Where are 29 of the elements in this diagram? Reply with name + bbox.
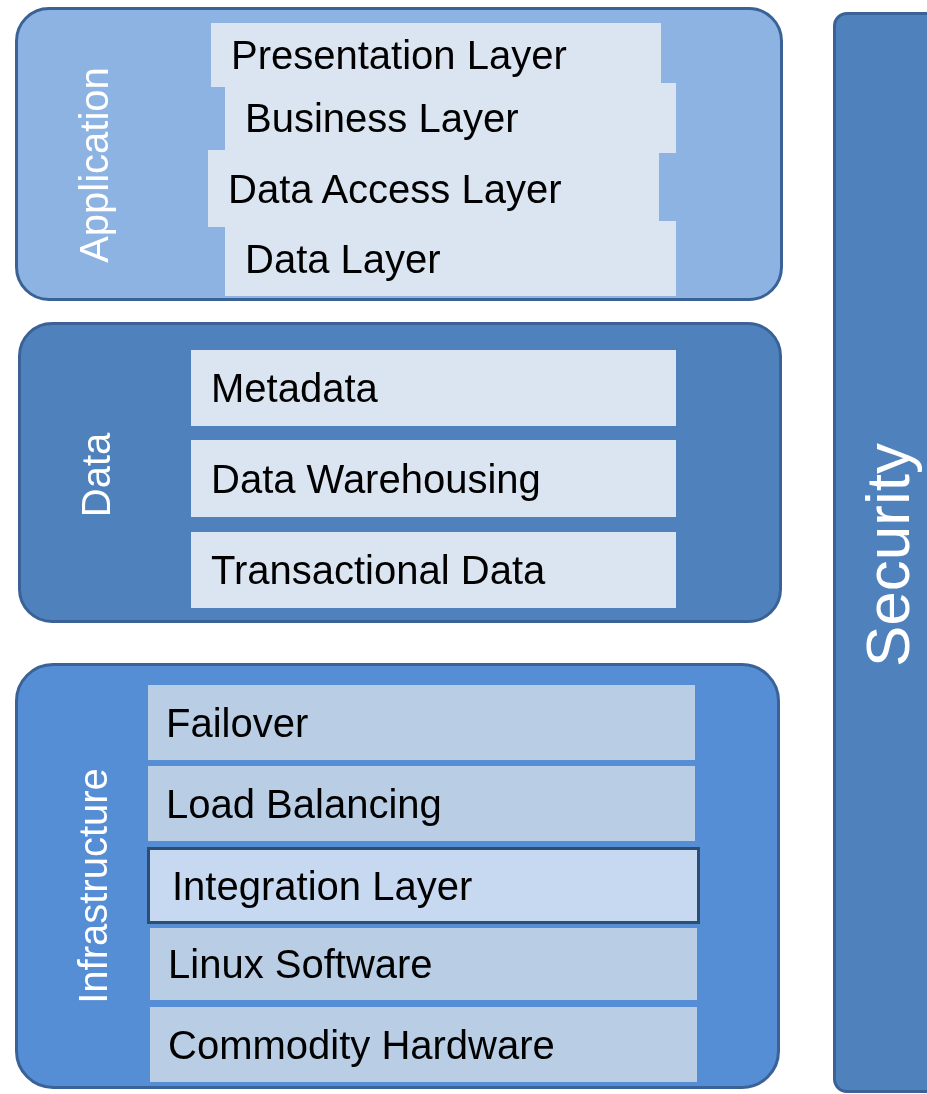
tier-label: Application [74,67,114,263]
tier-panel [18,322,782,623]
layer-label: Data Layer [245,238,441,279]
layer-box [191,440,676,517]
layer-box [147,847,700,924]
tier-label: Infrastructure [73,768,113,1004]
tier-label: Data [76,432,116,518]
layer-label: Metadata [211,368,378,408]
layer-box [191,532,676,608]
layer-box [148,766,695,841]
tier-panel [15,663,780,1089]
tier-panel [15,7,783,301]
layer-label: Data Warehousing [211,458,541,499]
layer-box [211,23,661,87]
layer-label: Failover [166,702,309,743]
layer-label: Data Access Layer [228,168,562,209]
layer-box [148,685,695,760]
side-bar [833,12,927,1093]
layer-box [150,1007,697,1082]
layer-box [150,928,697,1000]
layer-label: Presentation Layer [231,35,567,75]
layer-label: Commodity Hardware [168,1024,555,1065]
layer-label: Integration Layer [172,865,473,906]
layer-box [225,221,676,296]
layer-label: Linux Software [168,944,433,984]
layer-label: Business Layer [245,98,519,138]
layer-label: Transactional Data [211,550,546,590]
layer-label: Load Balancing [166,783,442,824]
layer-box [191,350,676,426]
